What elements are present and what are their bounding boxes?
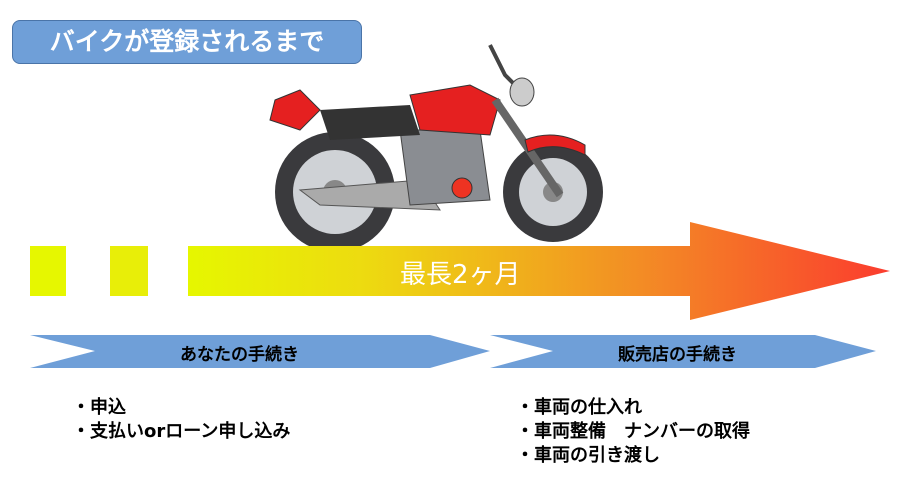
timeline-arrow (188, 222, 890, 320)
motorcycle-illustration (269, 44, 603, 252)
your-steps-list: ・申込 ・支払いorローン申し込み (72, 396, 290, 444)
list-item: ・車両の引き渡し (516, 445, 660, 466)
phase-label-you: あなたの手続き (180, 345, 299, 365)
title-box: バイクが登録されるまで (12, 20, 362, 64)
timeline-dash-1 (30, 246, 66, 296)
list-item: ・申込 (72, 397, 126, 418)
list-item: ・支払いorローン申し込み (72, 421, 291, 442)
phase-chevron-1 (30, 335, 490, 368)
phase-chevron-2 (490, 335, 876, 368)
dealer-steps-list: ・車両の仕入れ ・車両整備 ナンバーの取得 ・車両の引き渡し (516, 396, 750, 468)
phase-label-dealer: 販売店の手続き (618, 345, 737, 365)
timeline-dash-2 (110, 246, 148, 296)
list-item: ・車両整備 ナンバーの取得 (516, 421, 750, 442)
duration-label: 最長2ヶ月 (400, 260, 521, 290)
list-item: ・車両の仕入れ (516, 397, 642, 418)
